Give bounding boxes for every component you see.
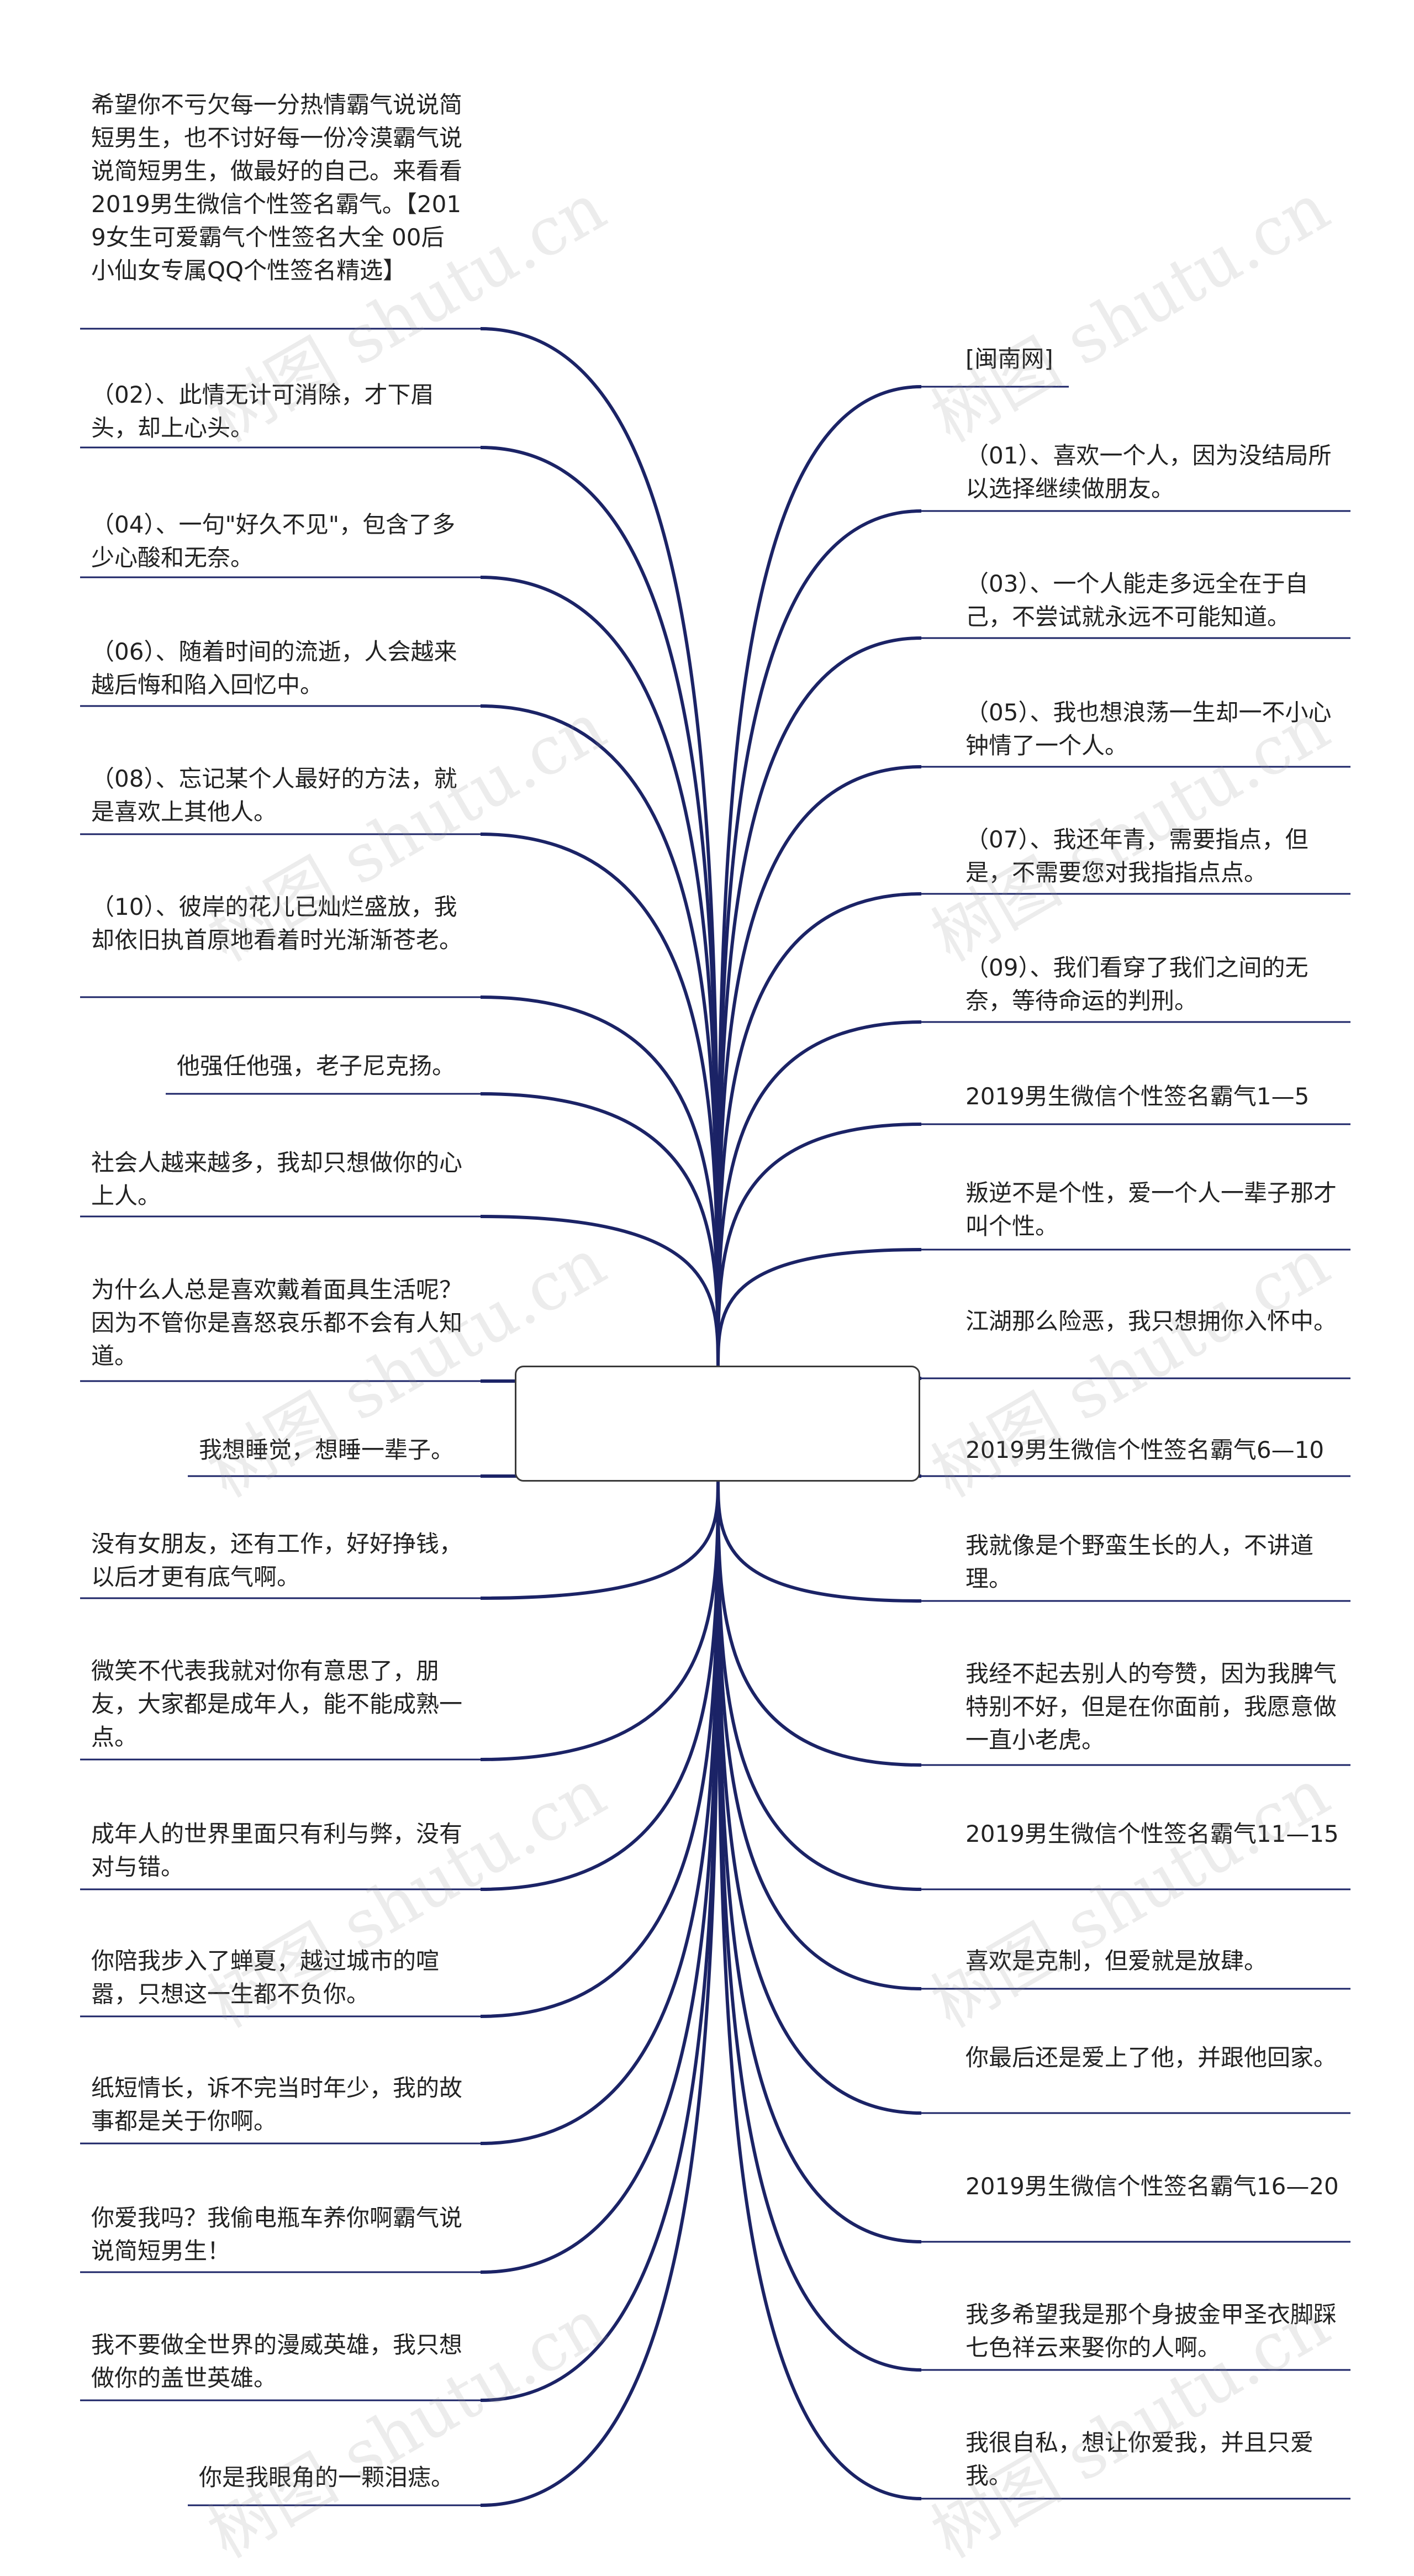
right-topic-10[interactable]: 我就像是个野蛮生长的人，不讲道理。 bbox=[965, 1532, 1314, 1592]
right-connector-7 bbox=[716, 1248, 922, 1369]
left-topic-3[interactable]: （06）、随着时间的流逝，人会越来越后悔和陷入回忆中。 bbox=[91, 638, 457, 698]
right-connector-14 bbox=[716, 1477, 922, 2115]
right-topic-12[interactable]: 2019男生微信个性签名霸气11—15 bbox=[965, 1820, 1339, 1847]
left-topic-15[interactable]: 你爱我吗？我偷电瓶车养你啊霸气说说简短男生！ bbox=[91, 2204, 463, 2264]
left-topic-17[interactable]: 你是我眼角的一颗泪痣。 bbox=[199, 2464, 455, 2491]
right-topic-7[interactable]: 叛逆不是个性，爱一个人一辈子那才叫个性。 bbox=[965, 1179, 1337, 1240]
right-topic-6[interactable]: 2019男生微信个性签名霸气1—5 bbox=[965, 1083, 1310, 1110]
left-topic-14[interactable]: 纸短情长，诉不完当时年少，我的故事都是关于你啊。 bbox=[91, 2074, 463, 2135]
left-connector-14 bbox=[480, 1477, 720, 2145]
node-underlines bbox=[80, 328, 1350, 2506]
left-connector-16 bbox=[480, 1477, 720, 2402]
right-topic-13[interactable]: 喜欢是克制，但爱就是放肆。 bbox=[965, 1947, 1268, 1974]
left-topic-12[interactable]: 成年人的世界里面只有利与弊，没有对与错。 bbox=[91, 1820, 463, 1880]
right-topic-3[interactable]: （05）、我也想浪荡一生却一不小心钟情了一个人。 bbox=[965, 699, 1332, 759]
right-topic-8[interactable]: 江湖那么险恶，我只想拥你入怀中。 bbox=[965, 1308, 1337, 1335]
left-connector-10 bbox=[480, 1477, 720, 1600]
left-topic-6[interactable]: 他强任他强，老子尼克扬。 bbox=[177, 1052, 456, 1079]
right-topic-15[interactable]: 2019男生微信个性签名霸气16—20 bbox=[965, 2173, 1339, 2200]
left-topic-2[interactable]: （04）、一句"好久不见"，包含了多少心酸和无奈。 bbox=[91, 511, 456, 571]
right-connector-11 bbox=[716, 1477, 922, 1767]
left-topic-16[interactable]: 我不要做全世界的漫威英雄，我只想做你的盖世英雄。 bbox=[91, 2331, 463, 2391]
left-connector-11 bbox=[480, 1477, 720, 1761]
left-connector-6 bbox=[480, 1092, 720, 1369]
left-topic-0[interactable]: 希望你不亏欠每一分热情霸气说说简短男生，也不讨好每一份冷漠霸气说说简短男生，做最… bbox=[91, 91, 463, 284]
left-connector-0 bbox=[480, 327, 720, 1369]
left-topic-8[interactable]: 为什么人总是喜欢戴着面具生活呢？因为不管你是喜怒哀乐都不会有人知道。 bbox=[91, 1276, 463, 1369]
right-connector-0 bbox=[716, 385, 922, 1369]
right-connector-5 bbox=[716, 1020, 922, 1369]
right-connector-4 bbox=[716, 892, 922, 1369]
right-connector-6 bbox=[716, 1123, 922, 1369]
left-connector-17 bbox=[480, 1477, 720, 2507]
left-topic-4[interactable]: （08）、忘记某个人最好的方法，就是喜欢上其他人。 bbox=[91, 765, 457, 825]
left-connector-7 bbox=[480, 1215, 720, 1369]
right-topic-5[interactable]: （09）、我们看穿了我们之间的无奈，等待命运的判刑。 bbox=[965, 954, 1309, 1014]
right-connector-17 bbox=[716, 1477, 922, 2500]
left-connector-5 bbox=[480, 995, 720, 1369]
left-topic-13[interactable]: 你陪我步入了蝉夏，越过城市的喧嚣，只想这一生都不负你。 bbox=[91, 1947, 440, 2008]
central-topic-box[interactable] bbox=[515, 1366, 920, 1482]
left-topic-11[interactable]: 微笑不代表我就对你有意思了，朋友，大家都是成年人，能不能成熟一点。 bbox=[91, 1657, 463, 1751]
right-topic-14[interactable]: 你最后还是爱上了他，并跟他回家。 bbox=[965, 2044, 1337, 2071]
right-topic-9[interactable]: 2019男生微信个性签名霸气6—10 bbox=[965, 1436, 1325, 1463]
left-connector-13 bbox=[480, 1477, 720, 2018]
left-topic-1[interactable]: （02）、此情无计可消除，才下眉头，却上心头。 bbox=[91, 381, 434, 441]
left-topic-10[interactable]: 没有女朋友，还有工作，好好挣钱，以后才更有底气啊。 bbox=[91, 1530, 463, 1590]
right-topic-1[interactable]: （01）、喜欢一个人，因为没结局所以选择继续做朋友。 bbox=[965, 442, 1332, 502]
right-topic-2[interactable]: （03）、一个人能走多远全在于自己，不尝试就永远不可能知道。 bbox=[965, 570, 1309, 630]
right-connector-10 bbox=[716, 1477, 922, 1603]
left-topic-9[interactable]: 我想睡觉，想睡一辈子。 bbox=[199, 1436, 455, 1463]
right-connector-16 bbox=[716, 1477, 922, 2372]
right-topic-4[interactable]: （07）、我还年青，需要指点，但是，不需要您对我指指点点。 bbox=[965, 826, 1309, 886]
connector-lines bbox=[480, 327, 922, 2507]
left-connector-3 bbox=[480, 704, 720, 1369]
right-topic-11[interactable]: 我经不起去别人的夸赞，因为我脾气特别不好，但是在你面前，我愿意做一直小老虎。 bbox=[965, 1660, 1337, 1753]
left-connector-1 bbox=[480, 446, 720, 1369]
left-topic-5[interactable]: （10）、彼岸的花儿已灿烂盛放，我却依旧执首原地看着时光渐渐苍老。 bbox=[91, 893, 463, 954]
right-topic-16[interactable]: 我多希望我是那个身披金甲圣衣脚踩七色祥云来娶你的人啊。 bbox=[965, 2301, 1337, 2361]
right-connector-3 bbox=[716, 765, 922, 1369]
right-connector-13 bbox=[716, 1477, 922, 1990]
right-topic-17[interactable]: 我很自私，想让你爱我，并且只爱我。 bbox=[965, 2429, 1314, 2489]
left-topic-7[interactable]: 社会人越来越多，我却只想做你的心上人。 bbox=[91, 1149, 463, 1209]
right-topic-0[interactable]: [闽南网] bbox=[965, 345, 1053, 372]
